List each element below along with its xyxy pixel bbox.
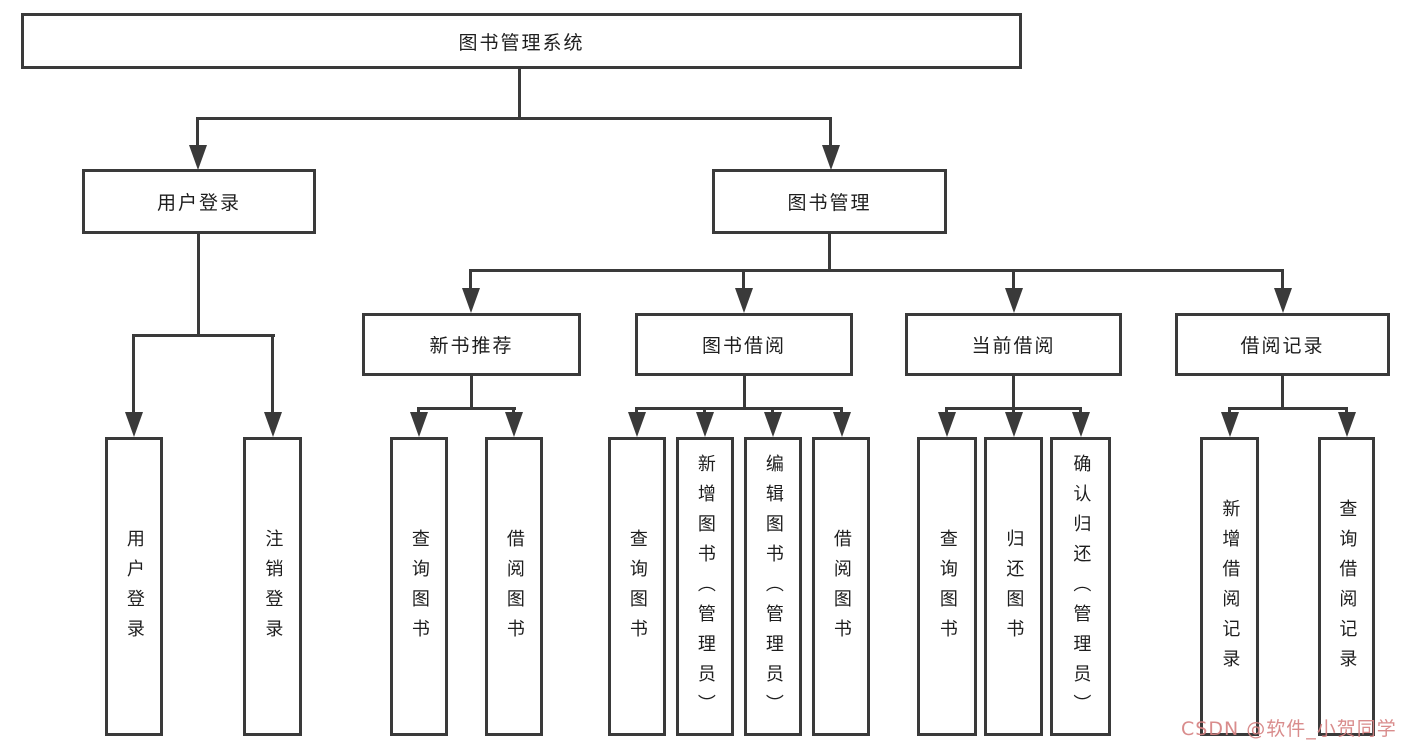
node-current-borrow: 当前借阅 [905,313,1122,376]
leaf-borrow-edit-books-admin: 编辑图书（管理员） [744,437,802,736]
arrowhead-down [938,412,956,437]
node-user-login: 用户登录 [82,169,316,234]
node-label: 查询图书 [936,528,958,649]
node-label: 注销登录 [262,528,284,649]
arrowhead-down [833,412,851,437]
arrowhead-down [189,145,207,170]
connector-line [417,407,516,410]
arrowhead-down [822,145,840,170]
node-label: 归还图书 [1003,528,1025,649]
arrowhead-down [462,288,480,313]
connector-line [518,69,521,119]
connector-line [469,269,1284,272]
connector-line [196,117,199,149]
leaf-borrow-add-books-admin: 新增图书（管理员） [676,437,734,736]
leaf-borrow-query-books: 查询图书 [608,437,666,736]
connector-line [1012,269,1015,291]
node-label: 用户登录 [156,192,241,214]
node-label: 图书管理 [787,192,872,214]
arrowhead-down [264,412,282,437]
node-label: 查询借阅记录 [1336,498,1358,679]
arrowhead-down [1274,288,1292,313]
arrowhead-down [1338,412,1356,437]
node-label: 新增图书（管理员） [694,453,716,724]
leaf-current-confirm-return-admin: 确认归还（管理员） [1050,437,1111,736]
arrowhead-down [1221,412,1239,437]
node-label: 确认归还（管理员） [1070,453,1092,724]
connector-line [469,269,472,291]
leaf-records-add-borrow-record: 新增借阅记录 [1200,437,1259,736]
node-label: 查询图书 [408,528,430,649]
leaf-newbook-borrow-books: 借阅图书 [485,437,543,736]
connector-line [743,376,746,409]
connector-line [470,376,473,409]
leaf-borrow-borrow-books: 借阅图书 [812,437,870,736]
arrowhead-down [505,412,523,437]
node-label: 借阅图书 [503,528,525,649]
connector-line [132,334,135,416]
arrowhead-down [1005,412,1023,437]
connector-line [829,117,832,149]
connector-line [742,269,745,291]
arrowhead-down [696,412,714,437]
leaf-logout: 注销登录 [243,437,302,736]
connector-line [635,407,843,410]
node-borrow-records: 借阅记录 [1175,313,1390,376]
leaf-current-return-books: 归还图书 [984,437,1043,736]
arrowhead-down [125,412,143,437]
arrowhead-down [735,288,753,313]
node-library-management-system: 图书管理系统 [21,13,1022,69]
node-new-book-recommend: 新书推荐 [362,313,581,376]
leaf-current-query-books: 查询图书 [917,437,977,736]
connector-line [1281,376,1284,409]
node-label: 编辑图书（管理员） [762,453,784,724]
node-label: 当前借阅 [971,335,1056,357]
connector-line [197,233,200,337]
arrowhead-down [410,412,428,437]
node-book-borrow: 图书借阅 [635,313,853,376]
node-label: 查询图书 [626,528,648,649]
connector-line [1281,269,1284,291]
node-label: 借阅图书 [830,528,852,649]
node-label: 图书管理系统 [458,31,585,54]
node-label: 借阅记录 [1240,335,1325,357]
connector-line [196,117,832,120]
arrowhead-down [1005,288,1023,313]
node-label: 新增借阅记录 [1219,498,1241,679]
arrowhead-down [628,412,646,437]
leaf-records-query-borrow-record: 查询借阅记录 [1318,437,1375,736]
leaf-newbook-query-books: 查询图书 [390,437,448,736]
node-label: 新书推荐 [429,335,514,357]
connector-line [132,334,275,337]
connector-line [1228,407,1348,410]
connector-line [1012,376,1015,409]
csdn-watermark: CSDN @软件_小贺同学 [1181,718,1397,740]
arrowhead-down [1072,412,1090,437]
connector-line [828,234,831,272]
arrowhead-down [764,412,782,437]
leaf-user-login: 用户登录 [105,437,163,736]
connector-line [271,334,274,416]
node-label: 用户登录 [123,528,145,649]
node-book-management: 图书管理 [712,169,947,234]
node-label: 图书借阅 [701,335,786,357]
